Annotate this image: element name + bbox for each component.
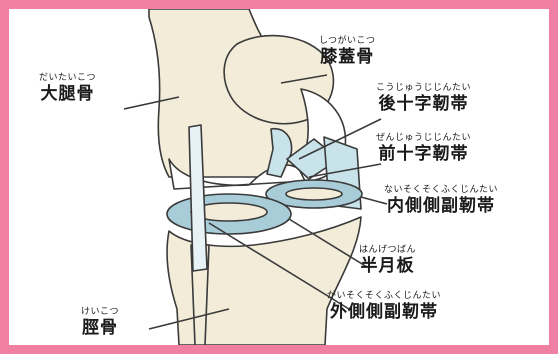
furigana-femur: だいたいこつ [39, 73, 96, 84]
label-tibia: けいこつ 脛骨 [81, 307, 119, 338]
name-acl: 前十字靭帯 [376, 144, 471, 164]
label-meniscus: はんげつばん 半月板 [359, 245, 416, 276]
meniscus-medial-inner [286, 188, 342, 200]
furigana-lcl: がいそくそくふくじんたい [327, 291, 441, 302]
furigana-patella: しつがいこつ [319, 36, 375, 47]
name-patella: 膝蓋骨 [319, 47, 375, 67]
furigana-mcl: ないそくそくふくじんたい [384, 185, 498, 196]
name-femur: 大腿骨 [39, 84, 96, 104]
name-tibia: 脛骨 [81, 318, 119, 338]
knee-joint-illustration [9, 9, 549, 345]
label-acl: ぜんじゅうじじんたい 前十字靭帯 [376, 133, 471, 164]
name-pcl: 後十字靭帯 [376, 94, 471, 114]
name-lcl: 外側側副靭帯 [327, 302, 441, 322]
label-pcl: こうじゅうじじんたい 後十字靭帯 [376, 83, 471, 114]
name-meniscus: 半月板 [359, 256, 416, 276]
furigana-pcl: こうじゅうじじんたい [376, 83, 471, 94]
furigana-tibia: けいこつ [81, 307, 119, 318]
name-mcl: 内側側副靭帯 [384, 196, 498, 216]
furigana-meniscus: はんげつばん [359, 245, 416, 256]
furigana-acl: ぜんじゅうじじんたい [376, 133, 471, 144]
diagram-canvas: だいたいこつ 大腿骨 しつがいこつ 膝蓋骨 こうじゅうじじんたい 後十字靭帯 ぜ… [9, 9, 549, 345]
label-lcl: がいそくそくふくじんたい 外側側副靭帯 [327, 291, 441, 322]
label-femur: だいたいこつ 大腿骨 [39, 73, 96, 104]
label-mcl: ないそくそくふくじんたい 内側側副靭帯 [384, 185, 498, 216]
label-patella: しつがいこつ 膝蓋骨 [319, 36, 375, 67]
